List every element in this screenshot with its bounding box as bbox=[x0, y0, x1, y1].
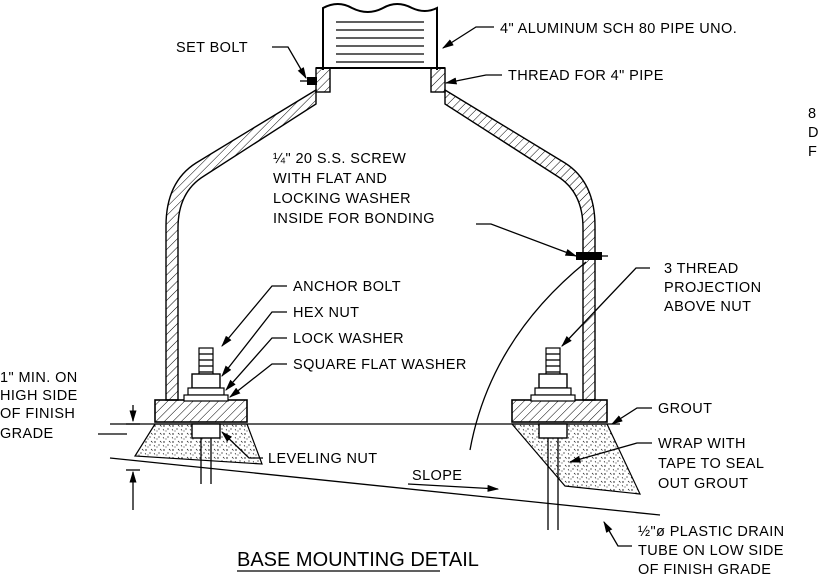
slope-label: SLOPE bbox=[412, 468, 462, 484]
min-label-line4: GRADE bbox=[0, 426, 54, 442]
base-shell bbox=[165, 88, 596, 401]
wrap-label-line2: TAPE TO SEAL bbox=[658, 456, 764, 472]
min-label-line1: 1" MIN. ON bbox=[0, 370, 78, 386]
cut-text-line1: 8 bbox=[808, 106, 816, 122]
detail-title: BASE MOUNTING DETAIL bbox=[237, 549, 479, 571]
set-bolt bbox=[300, 77, 317, 85]
anchor-bolt-right bbox=[530, 347, 576, 530]
screw-label-line4: INSIDE FOR BONDING bbox=[273, 211, 435, 227]
min-label-line3: OF FINISH bbox=[0, 406, 75, 422]
aluminum-pipe bbox=[322, 3, 438, 70]
pipe-label: 4" ALUMINUM SCH 80 PIPE UNO. bbox=[500, 21, 737, 37]
hex-nut-label: HEX NUT bbox=[293, 305, 359, 321]
set-bolt-label: SET BOLT bbox=[176, 40, 248, 56]
screw-label-line3: LOCKING WASHER bbox=[273, 191, 411, 207]
lock-washer-label: LOCK WASHER bbox=[293, 331, 404, 347]
drain-label-line2: TUBE ON LOW SIDE bbox=[638, 543, 784, 559]
screw-label-line2: WITH FLAT AND bbox=[273, 171, 387, 187]
anchor-bolt-label: ANCHOR BOLT bbox=[293, 279, 401, 295]
projection-label-line2: PROJECTION bbox=[664, 280, 761, 296]
min-label-line2: HIGH SIDE bbox=[0, 388, 78, 404]
drain-label-line1: ½"ø PLASTIC DRAIN bbox=[638, 524, 785, 540]
projection-label-line3: ABOVE NUT bbox=[664, 299, 751, 315]
drain-label-line3: OF FINISH GRADE bbox=[638, 562, 771, 578]
screw-label-line1: ¼" 20 S.S. SCREW bbox=[273, 151, 406, 167]
square-washer-label: SQUARE FLAT WASHER bbox=[293, 357, 467, 373]
base-flange bbox=[154, 399, 608, 423]
leveling-nut-label: LEVELING NUT bbox=[268, 451, 378, 467]
projection-label-line1: 3 THREAD bbox=[664, 261, 739, 277]
grout-label: GROUT bbox=[658, 401, 712, 417]
threaded-collar bbox=[315, 67, 446, 93]
cut-text-line2: D bbox=[808, 125, 819, 141]
wrap-label-line3: OUT GROUT bbox=[658, 476, 748, 492]
wrap-label-line1: WRAP WITH bbox=[658, 436, 746, 452]
bonding-screw bbox=[576, 252, 608, 260]
cut-text-line3: F bbox=[808, 144, 817, 160]
anchor-bolt-left bbox=[183, 347, 229, 484]
leader-lines bbox=[98, 26, 652, 547]
thread-pipe-label: THREAD FOR 4" PIPE bbox=[508, 68, 664, 84]
